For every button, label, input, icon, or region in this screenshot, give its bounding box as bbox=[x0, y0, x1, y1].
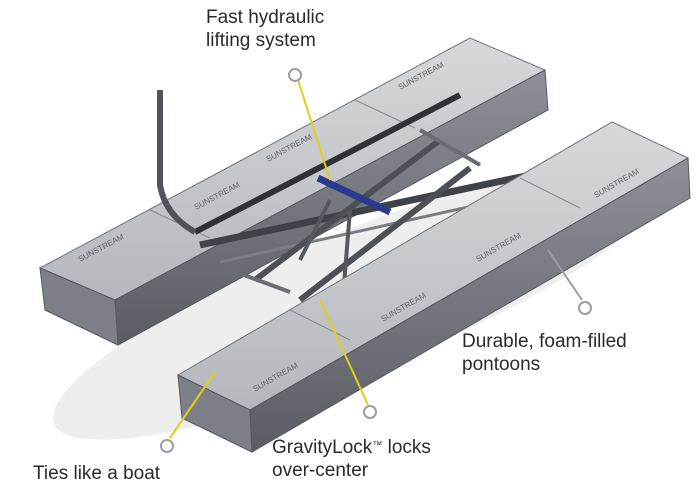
callout-ties-line1: Ties like a boat bbox=[33, 462, 160, 485]
callout-hydraulic-line1: Fast hydraulic bbox=[206, 6, 324, 29]
trademark-symbol: ™ bbox=[372, 440, 382, 451]
callout-pontoons-line1: Durable, foam-filled bbox=[462, 330, 627, 353]
callout-hydraulic: Fast hydraulic lifting system bbox=[206, 6, 324, 52]
gravitylock-name: GravityLock bbox=[272, 437, 372, 458]
gravitylock-suffix: locks bbox=[382, 437, 431, 458]
callout-hydraulic-line2: lifting system bbox=[206, 29, 324, 52]
callout-gravitylock-line2: over-center bbox=[272, 459, 431, 482]
callout-pontoons: Durable, foam-filled pontoons bbox=[462, 330, 627, 376]
callout-ties: Ties like a boat bbox=[33, 462, 160, 485]
callout-gravitylock-line1: GravityLock™ locks bbox=[272, 436, 431, 459]
callout-gravitylock: GravityLock™ locks over-center bbox=[272, 436, 431, 482]
callout-pontoons-line2: pontoons bbox=[462, 353, 627, 376]
